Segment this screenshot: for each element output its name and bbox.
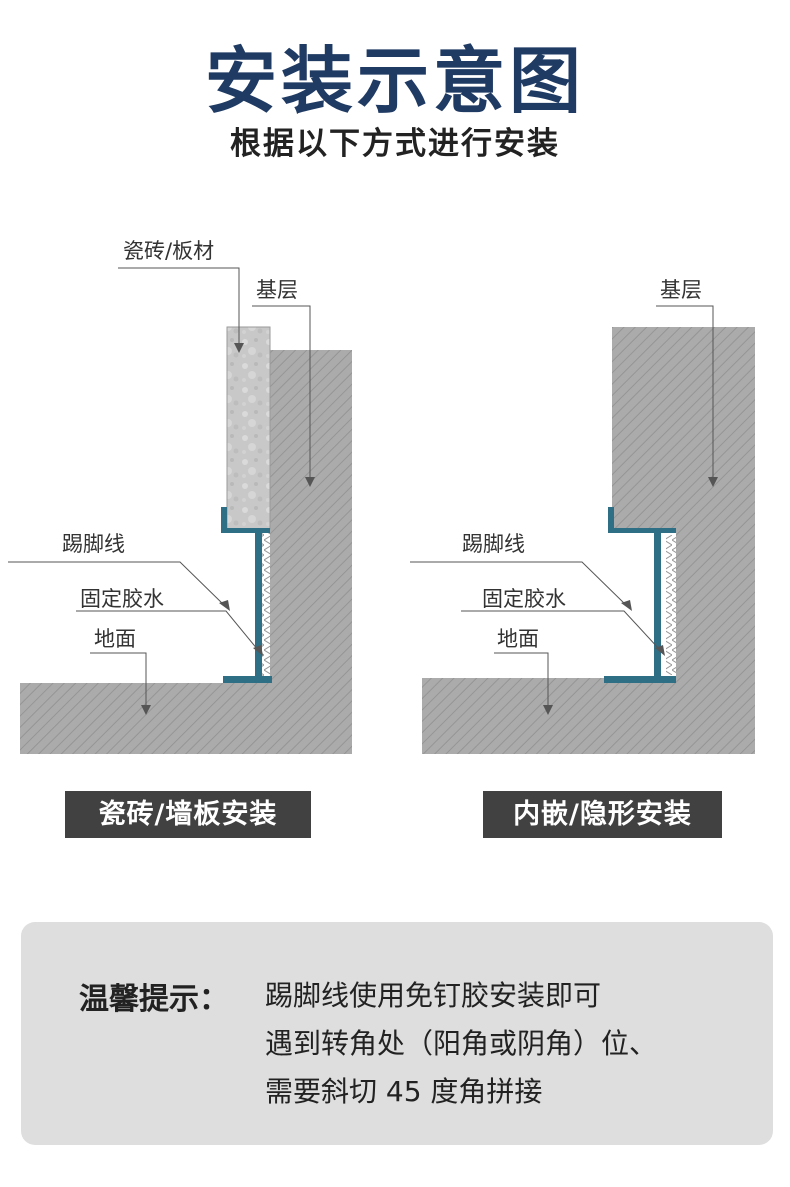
left-label-floor: 地面 (94, 627, 136, 651)
page-subtitle: 根据以下方式进行安装 (230, 126, 560, 162)
tip-text: 踢脚线使用免钉胶安装即可 遇到转角处（阳角或阴角）位、 需要斜切 45 度角拼接 (265, 972, 657, 1116)
left-tile-panel (226, 326, 271, 530)
tip-box: 温馨提示： 踢脚线使用免钉胶安装即可 遇到转角处（阳角或阴角）位、 需要斜切 4… (21, 922, 773, 1145)
right-label-base: 基层 (660, 278, 702, 302)
left-skirting-profile (221, 507, 272, 683)
right-label-floor: 地面 (497, 627, 539, 651)
right-leader-lines (410, 305, 714, 706)
tip-line: 踢脚线使用免钉胶安装即可 (265, 979, 602, 1012)
page-title: 安装示意图 (204, 39, 585, 123)
left-label-base: 基层 (256, 278, 298, 302)
left-base-wall (20, 350, 352, 754)
right-glue-layer (666, 535, 676, 675)
left-label-tile: 瓷砖/板材 (123, 239, 214, 263)
right-skirting-profile (604, 507, 676, 683)
left-glue-layer (262, 533, 270, 678)
right-label-skirting: 踢脚线 (462, 532, 525, 556)
left-leader-lines (8, 267, 311, 706)
right-label-glue: 固定胶水 (482, 587, 566, 611)
left-arrowheads (141, 343, 315, 715)
left-diagram: 瓷砖/板材 基层 踢脚线 固定胶水 地面 (8, 239, 352, 754)
right-diagram: 基层 踢脚线 固定胶水 地面 (410, 278, 755, 754)
left-label-skirting: 踢脚线 (62, 532, 125, 556)
right-base-wall (422, 327, 755, 754)
tip-line: 遇到转角处（阳角或阴角）位、 (265, 1027, 658, 1060)
tip-label: 温馨提示： (79, 982, 229, 1017)
left-label-glue: 固定胶水 (80, 587, 164, 611)
left-caption: 瓷砖/墙板安装 (65, 791, 311, 838)
right-caption: 内嵌/隐形安装 (483, 791, 722, 838)
right-arrowheads (543, 477, 718, 715)
tip-line: 需要斜切 45 度角拼接 (265, 1075, 543, 1108)
